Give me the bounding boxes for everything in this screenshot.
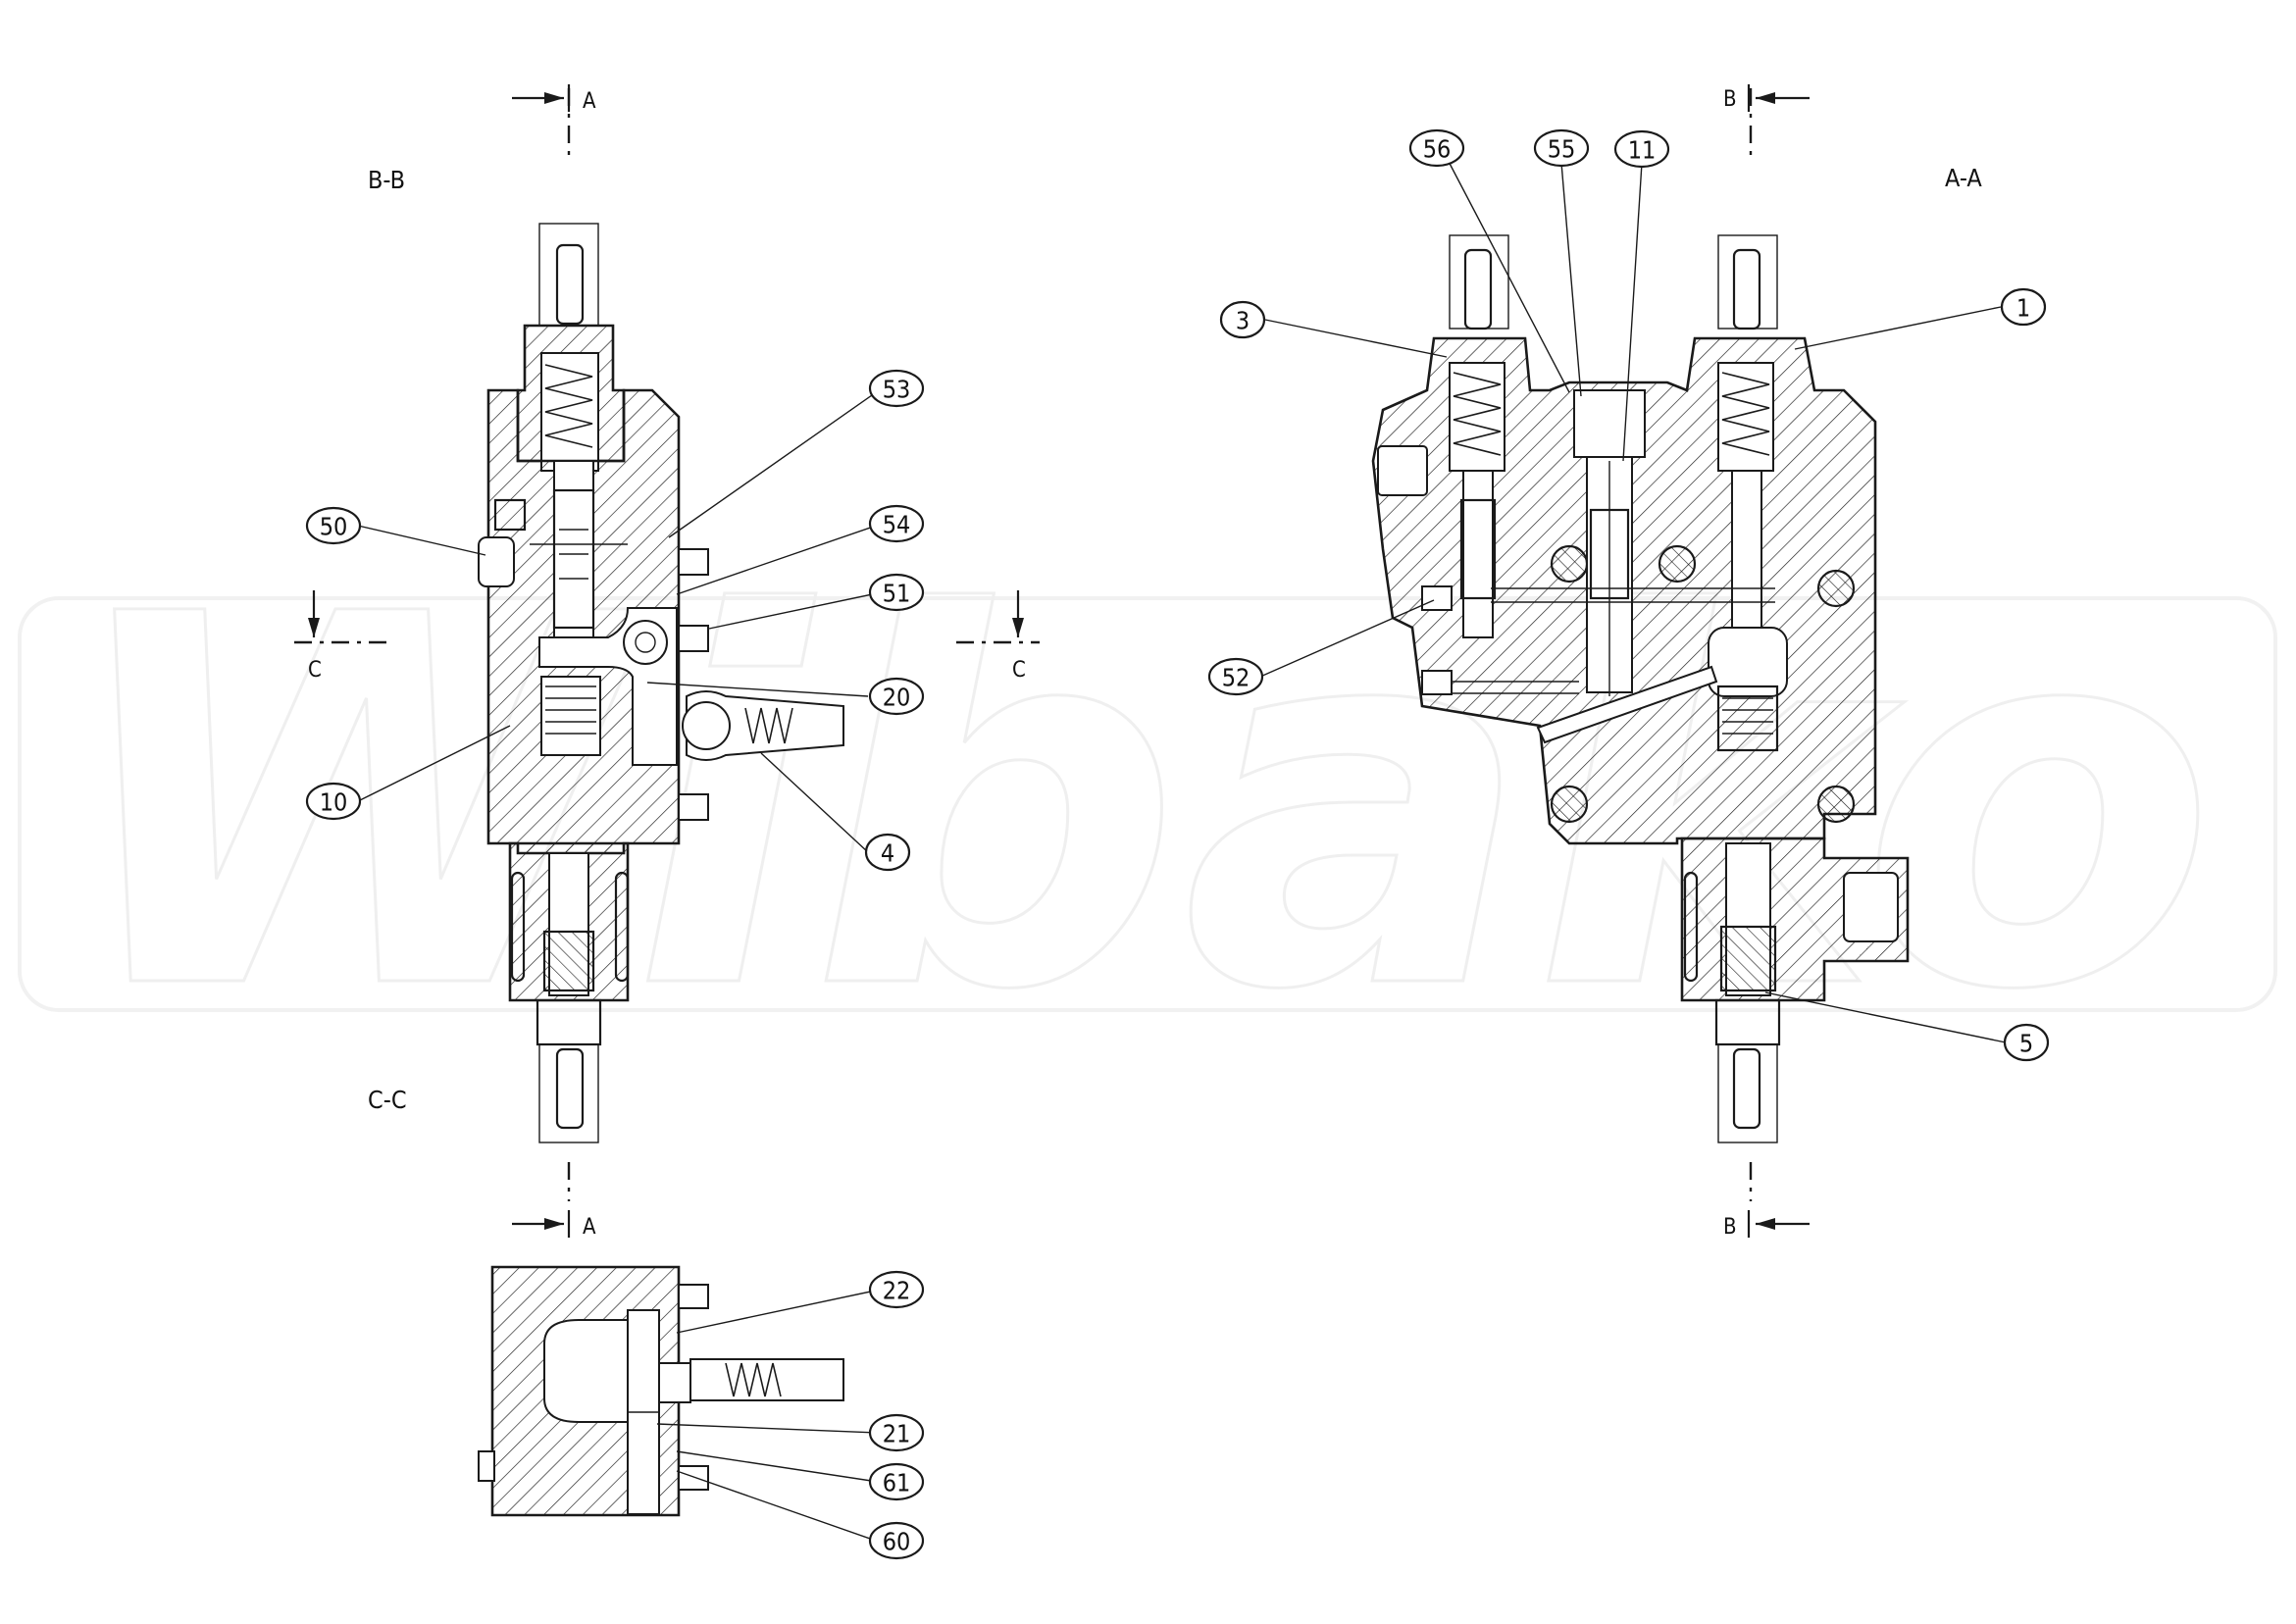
callout-1: 1 (2000, 287, 2047, 327)
svg-text:10: 10 (320, 788, 348, 817)
cut-marker-a-bottom: A (583, 1215, 596, 1240)
cut-marker-b-bottom: B (1723, 1215, 1737, 1240)
callout-55: 55 (1533, 128, 1590, 168)
callout-21: 21 (868, 1413, 925, 1452)
svg-text:1: 1 (2016, 294, 2030, 323)
svg-text:11: 11 (1628, 136, 1657, 165)
callout-56: 56 (1408, 128, 1465, 168)
callout-5: 5 (2003, 1023, 2050, 1062)
callout-52: 52 (1207, 657, 1264, 696)
view-bb (478, 84, 844, 1238)
svg-text:55: 55 (1548, 135, 1576, 164)
svg-text:5: 5 (2019, 1030, 2033, 1058)
section-label-aa: A-A (1945, 164, 1982, 192)
cut-line-c (294, 590, 1040, 644)
callout-53: 53 (868, 369, 925, 408)
callout-11: 11 (1613, 129, 1670, 169)
svg-text:53: 53 (883, 376, 911, 404)
cut-marker-b-top: B (1723, 87, 1737, 112)
section-label-cc: C-C (368, 1086, 407, 1114)
cut-marker-c-left: C (308, 658, 322, 683)
view-aa (1371, 84, 1910, 1238)
svg-text:Wibako: Wibako (59, 507, 2217, 1101)
svg-text:54: 54 (883, 511, 911, 539)
svg-text:22: 22 (883, 1277, 911, 1305)
callout-4: 4 (864, 833, 911, 872)
callout-10: 10 (305, 782, 362, 821)
leader-lines (357, 155, 2007, 1542)
cut-marker-c-right: C (1012, 658, 1026, 683)
callout-51: 51 (868, 573, 925, 612)
callout-61: 61 (868, 1462, 925, 1501)
callout-20: 20 (868, 677, 925, 716)
svg-text:3: 3 (1236, 307, 1250, 335)
view-cc (478, 1265, 844, 1517)
svg-text:56: 56 (1423, 135, 1452, 164)
svg-text:52: 52 (1222, 664, 1250, 692)
svg-text:21: 21 (883, 1420, 911, 1448)
svg-text:20: 20 (883, 684, 911, 712)
callout-3: 3 (1219, 300, 1266, 339)
callout-60: 60 (868, 1521, 925, 1560)
callouts: 53 50 54 51 20 10 4 56 (305, 128, 2050, 1560)
callout-22: 22 (868, 1270, 925, 1309)
callout-54: 54 (868, 504, 925, 543)
section-label-bb: B-B (368, 166, 405, 194)
cut-marker-a-top: A (583, 89, 596, 114)
svg-text:4: 4 (881, 839, 894, 868)
svg-text:61: 61 (883, 1469, 911, 1497)
callout-50: 50 (305, 506, 362, 545)
svg-text:60: 60 (883, 1528, 911, 1556)
svg-text:51: 51 (883, 580, 911, 608)
svg-text:50: 50 (320, 513, 348, 541)
